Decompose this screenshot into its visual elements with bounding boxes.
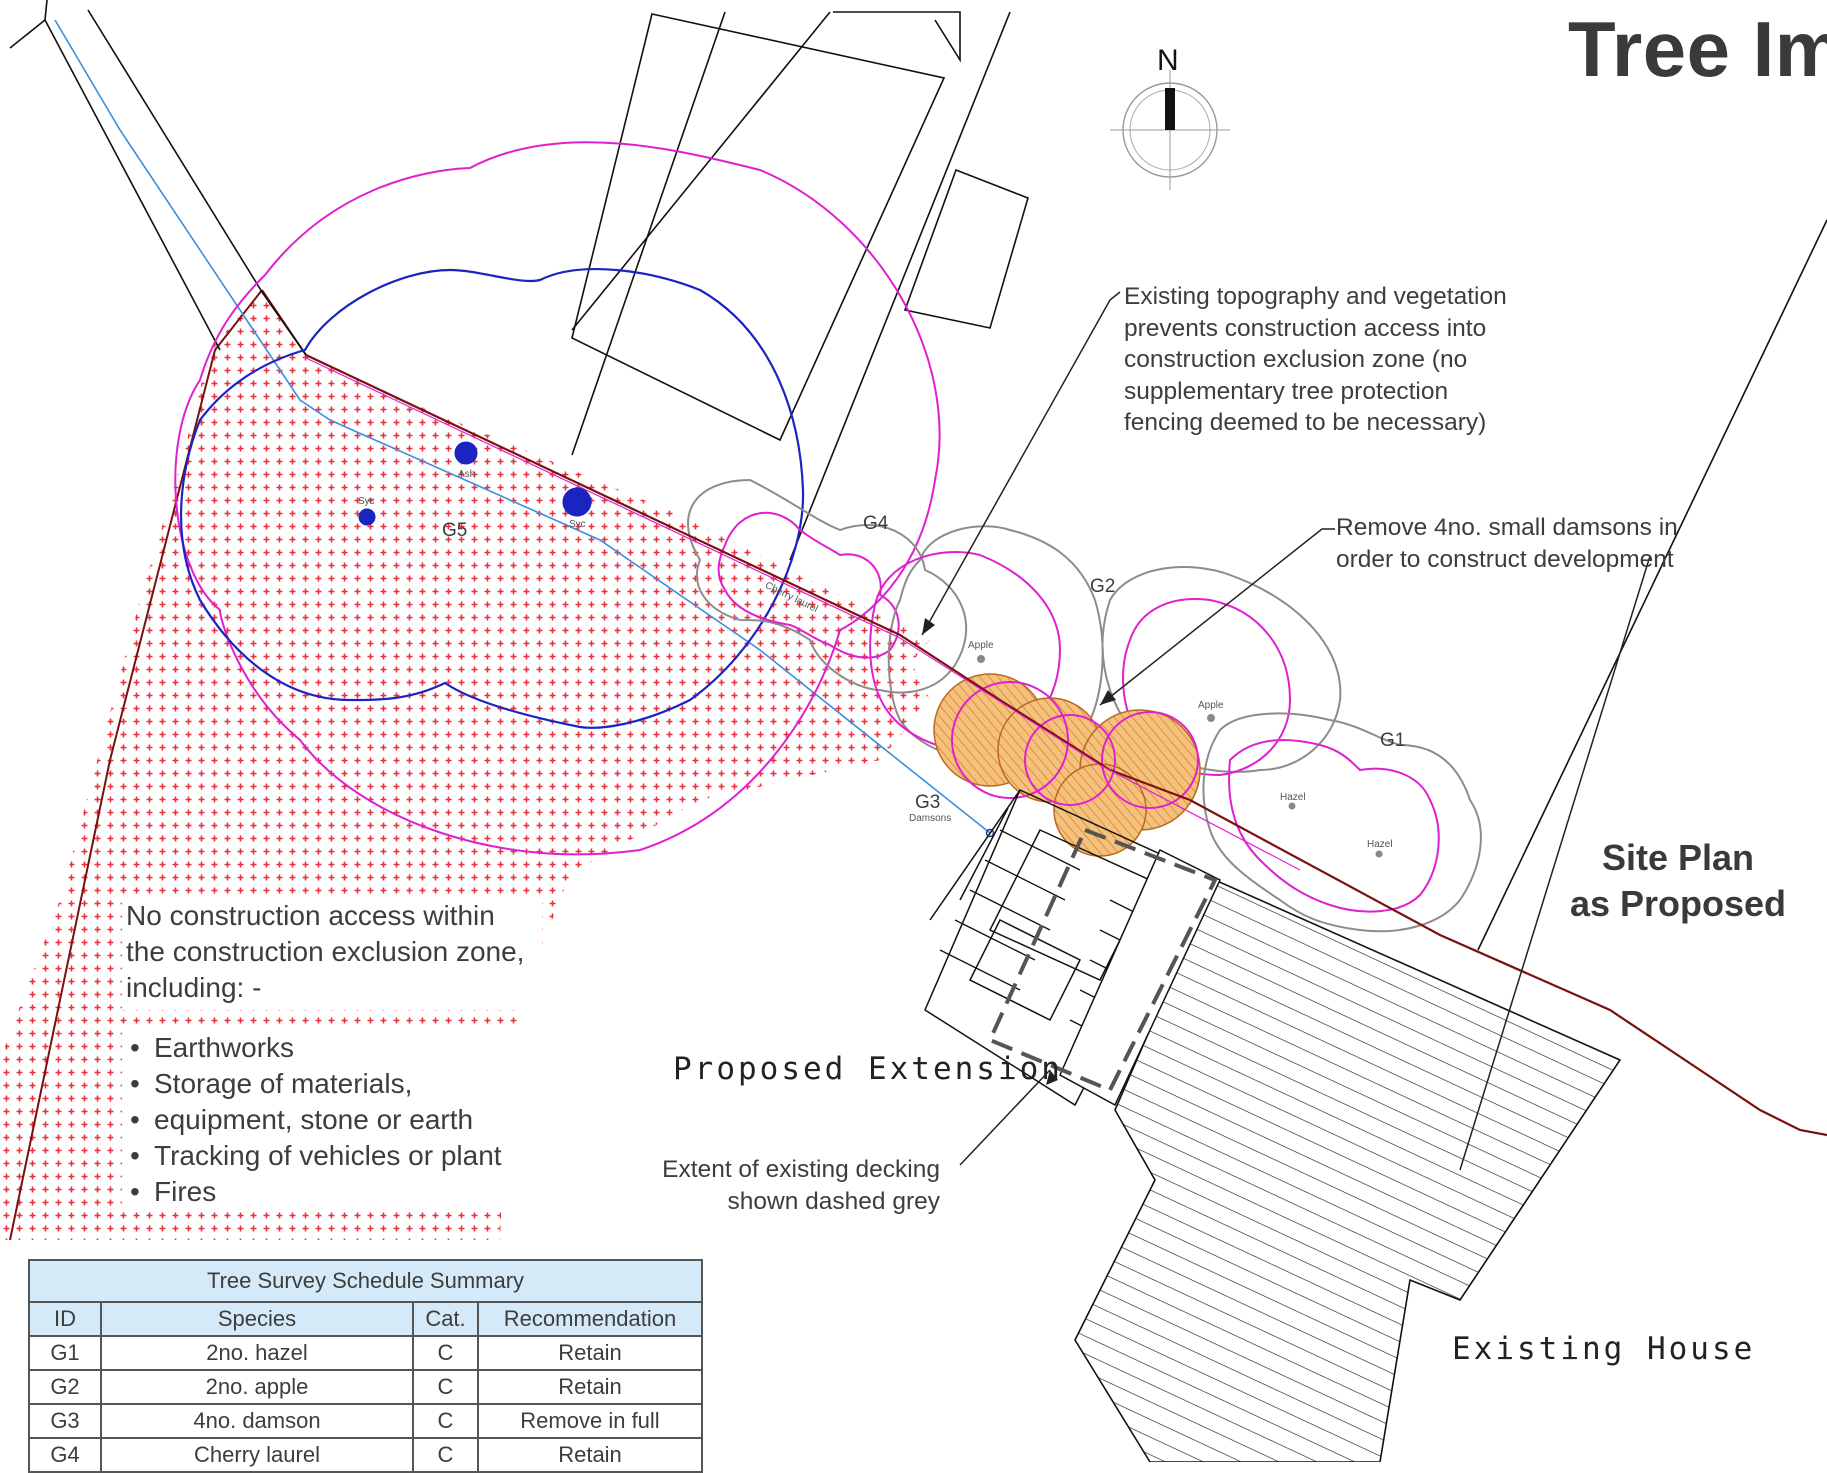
drainage-end — [985, 828, 995, 838]
exclusion-item: Fires — [130, 1174, 502, 1210]
damsons-note: Remove 4no. small damsons in order to co… — [1336, 512, 1678, 575]
decking-note-line: Extent of existing decking — [662, 1156, 940, 1183]
schedule-cell: C — [412, 1437, 479, 1473]
north-arrow — [1110, 70, 1230, 190]
schedule-cell: G3 — [28, 1403, 102, 1439]
apple-label: Apple — [1198, 700, 1224, 711]
decking-note: Extent of existing decking shown dashed … — [640, 1154, 940, 1217]
ash-label: Ash — [458, 469, 476, 480]
schedule-cell: 4no. damson — [100, 1403, 414, 1439]
g5-label: G5 — [442, 520, 468, 541]
g2-label: G2 — [1090, 576, 1116, 597]
drainage-line — [54, 19, 991, 834]
schedule-cell: C — [412, 1403, 479, 1439]
g5-root-protection-area — [174, 141, 941, 856]
north-label: N — [1157, 44, 1179, 77]
proposed-extension — [924, 788, 1197, 1107]
g4-label: G4 — [863, 513, 889, 534]
schedule-cell: Remove in full — [477, 1403, 703, 1439]
schedule-cell: Retain — [477, 1335, 703, 1371]
g5-canopy — [180, 268, 805, 729]
g4-rpa — [717, 511, 900, 659]
topography-note-line: fencing deemed to be necessary) — [1124, 409, 1487, 436]
g1-label: G1 — [1380, 730, 1406, 751]
apple-label: Apple — [968, 640, 994, 651]
tree-survey-schedule: Tree Survey Schedule Summary ID Species … — [28, 1259, 703, 1473]
exclusion-note-background — [122, 898, 542, 1010]
schedule-header-recommendation: Recommendation — [477, 1301, 703, 1337]
exclusion-item: Storage of materials, — [130, 1066, 502, 1102]
topography-note-line: prevents construction access into — [1124, 314, 1487, 342]
exclusion-note-line: No construction access within — [126, 900, 495, 931]
schedule-row: G2 2no. apple C Retain — [28, 1369, 703, 1405]
syc-label: Syc — [569, 519, 586, 530]
g3-sublabel: Damsons — [909, 813, 952, 824]
exclusion-list: Earthworks Storage of materials, equipme… — [126, 1030, 502, 1210]
schedule-cell: 2no. apple — [100, 1369, 414, 1405]
drawing-title: Tree Im — [1568, 5, 1827, 93]
topography-note-line: Existing topography and vegetation — [1124, 283, 1507, 310]
exclusion-note: No construction access within the constr… — [126, 898, 524, 1006]
existing-house — [1059, 848, 1622, 1462]
exclusion-note-line: including: - — [126, 972, 262, 1003]
hazel-label: Hazel — [1367, 839, 1393, 850]
boundary-lines — [9, 0, 1827, 951]
damsons-note-line: order to construct development — [1336, 545, 1674, 573]
decking-note-line: shown dashed grey — [727, 1187, 940, 1215]
topography-note-line: supplementary tree protection — [1124, 377, 1449, 405]
schedule-cell: Cherry laurel — [100, 1437, 414, 1473]
g3-label: G3 — [915, 792, 941, 813]
existing-decking — [987, 827, 1218, 1093]
schedule-row: G3 4no. damson C Remove in full — [28, 1403, 703, 1439]
schedule-cell: G4 — [28, 1437, 102, 1473]
subtitle-line-2: as Proposed — [1569, 883, 1787, 924]
schedule-row: G1 2no. hazel C Retain — [28, 1335, 703, 1371]
schedule-cell: Retain — [477, 1437, 703, 1473]
topography-note-line: construction exclusion zone (no — [1124, 346, 1468, 373]
site-boundary — [305, 354, 1827, 1137]
exclusion-item-continued: equipment, stone or earth — [130, 1102, 502, 1138]
tree-stems — [358, 441, 1383, 858]
g3-removal-area — [933, 673, 1201, 857]
drawing-subtitle: Site Plan as Proposed — [1548, 835, 1808, 927]
schedule-cell: C — [412, 1335, 479, 1371]
existing-house-label: Existing House — [1452, 1331, 1756, 1367]
g2-canopy-right — [1101, 566, 1342, 773]
schedule-row: G4 Cherry laurel C Retain — [28, 1437, 703, 1473]
g1-canopy — [1202, 712, 1482, 933]
hazel-label: Hazel — [1280, 792, 1306, 803]
topography-note: Existing topography and vegetation preve… — [1124, 281, 1507, 439]
exclusion-item: Earthworks — [130, 1030, 502, 1066]
schedule-cell: Retain — [477, 1369, 703, 1405]
exclusion-item: Tracking of vehicles or plant — [130, 1138, 502, 1174]
schedule-cell: G2 — [28, 1369, 102, 1405]
leader-arrows — [922, 618, 1116, 1085]
schedule-cell: 2no. hazel — [100, 1335, 414, 1371]
exclusion-note-line: the construction exclusion zone, — [126, 936, 525, 967]
g3-rpa — [951, 681, 1199, 809]
g1-rpa — [1228, 739, 1440, 913]
schedule-header-species: Species — [100, 1301, 414, 1337]
syc-label: Syc — [358, 496, 375, 507]
schedule-header-cat: Cat. — [412, 1301, 479, 1337]
proposed-extension-label: Proposed Extension — [673, 1051, 1063, 1087]
schedule-header-id: ID — [28, 1301, 102, 1337]
schedule-cell: C — [412, 1369, 479, 1405]
damsons-note-line: Remove 4no. small damsons in — [1336, 514, 1678, 541]
leader-lines — [921, 291, 1651, 1171]
schedule-caption: Tree Survey Schedule Summary — [28, 1259, 703, 1303]
subtitle-line-1: Site Plan — [1601, 837, 1755, 878]
schedule-cell: G1 — [28, 1335, 102, 1371]
neighbour-buildings — [571, 13, 1029, 442]
g4-canopy — [687, 478, 968, 694]
site-boundary-2 — [305, 357, 1301, 871]
